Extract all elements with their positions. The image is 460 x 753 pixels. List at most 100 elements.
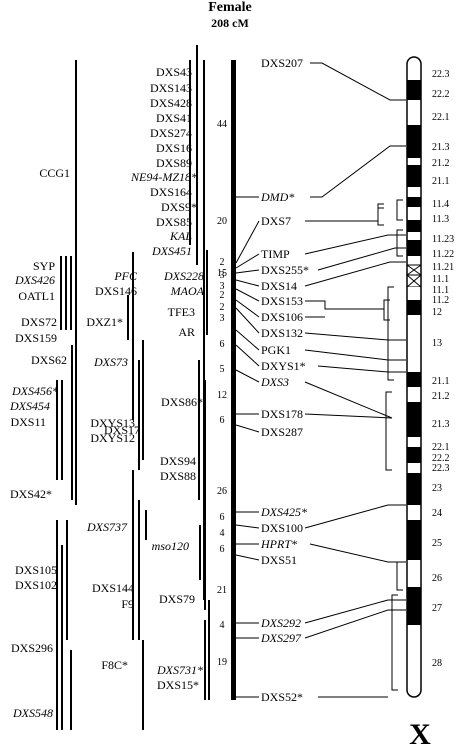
placed-marker-19: DXZ1* <box>86 315 123 329</box>
band-rect-26 <box>407 473 421 505</box>
placed-marker-37: DXS105 <box>15 563 57 577</box>
framework-locus-13: DXS178 <box>261 407 303 421</box>
distance-9: 3 <box>220 313 225 324</box>
distance-6: 3 <box>220 281 225 292</box>
placed-marker-14: PFC <box>113 269 138 283</box>
distance-11: 5 <box>220 364 225 375</box>
placed-marker-24: DXS62 <box>31 353 67 367</box>
band-rect-19 <box>407 372 421 387</box>
placed-marker-29: DXYS12 <box>90 431 135 445</box>
band-rect-20 <box>407 387 421 402</box>
distance-15: 6 <box>220 512 225 523</box>
band-rect-29 <box>407 560 421 587</box>
chromosome-label: X <box>409 718 431 751</box>
locus-connector-2 <box>310 145 406 198</box>
locus-connector-6 <box>304 261 406 287</box>
band-rect-12 <box>407 240 421 256</box>
connector-dxs287 <box>235 424 260 433</box>
band-label-25: 25 <box>432 538 442 549</box>
band-rect-1 <box>407 57 421 80</box>
framework-locus-20: DXS297 <box>260 631 302 645</box>
band-rect-6 <box>407 165 421 187</box>
framework-locus-8: DXS106 <box>261 310 303 324</box>
placed-marker-35: DXS737 <box>86 520 128 534</box>
connector-dxs153 <box>235 288 260 302</box>
placed-marker-39: DXS144 <box>92 581 134 595</box>
distance-16: 4 <box>220 528 225 539</box>
placed-marker-34: DXS42* <box>10 487 52 501</box>
band-bracket-6 <box>396 229 403 257</box>
placed-marker-41: DXS79 <box>159 592 195 606</box>
framework-locus-9: DXS132 <box>261 326 303 340</box>
placed-marker-7: DXS89 <box>156 156 192 170</box>
band-label-27: 27 <box>432 603 442 614</box>
band-label-16: 13 <box>432 338 442 349</box>
connector-dxs255 <box>235 269 260 274</box>
placed-marker-2: DXS143 <box>150 81 192 95</box>
band-rect-8 <box>407 197 421 207</box>
placed-marker-42: DXS296 <box>11 641 53 655</box>
band-rect-18 <box>407 315 421 372</box>
connector-dxs51 <box>235 554 260 561</box>
band-bracket-3 <box>387 286 394 381</box>
connector-dxys1 <box>235 344 260 367</box>
framework-locus-16: DXS100 <box>261 521 303 535</box>
band-bracket-1 <box>377 203 384 226</box>
locus-connector-15 <box>309 543 406 563</box>
placed-marker-32: DXS94 <box>160 454 196 468</box>
placed-marker-38: DXS102 <box>15 578 57 592</box>
band-bracket-8 <box>391 594 398 691</box>
placed-marker-5: DXS274 <box>150 126 192 140</box>
band-rect-28 <box>407 520 421 560</box>
framework-locus-2: DMD* <box>260 190 294 204</box>
band-label-14: 11.2 <box>432 295 449 306</box>
band-label-2: 22.2 <box>432 89 450 100</box>
placed-marker-40: F9 <box>121 597 134 611</box>
framework-locus-3: DXS7 <box>261 214 291 228</box>
placed-marker-1: DXS43 <box>156 65 192 79</box>
placed-marker-33: DXS88 <box>160 469 196 483</box>
band-rect-4 <box>407 125 421 158</box>
framework-locus-10: PGK1 <box>261 343 291 357</box>
band-label-3: 22.1 <box>432 112 450 123</box>
band-rect-22 <box>407 426 421 437</box>
framework-locus-11: DXYS1* <box>261 359 306 373</box>
band-rect-21 <box>407 402 421 426</box>
placed-marker-18: TFE3 <box>168 305 195 319</box>
band-label-20: 22.1 <box>432 442 450 453</box>
placed-marker-21: DXS72 <box>21 315 57 329</box>
band-rect-2 <box>407 80 421 100</box>
placed-marker-10: DXS9* <box>161 200 197 214</box>
distance-19: 4 <box>220 620 225 631</box>
placed-marker-46: DXS548 <box>12 706 53 720</box>
centromere-hatch-b-13 <box>406 264 422 276</box>
placed-marker-22: DXS159 <box>15 331 57 345</box>
framework-locus-7: DXS153 <box>261 294 303 308</box>
connector-pgk1 <box>235 329 260 351</box>
distance-1: 44 <box>217 119 227 130</box>
placed-marker-36: mso120 <box>152 539 189 553</box>
placed-marker-9: DXS164 <box>150 185 192 199</box>
placed-marker-17: MAOA <box>170 284 205 298</box>
distance-17: 6 <box>220 544 225 555</box>
band-rect-10 <box>407 220 421 232</box>
band-label-13: 11.1 <box>432 285 449 296</box>
placed-marker-28: DXYS13 <box>90 416 135 430</box>
distance-14: 26 <box>217 486 227 497</box>
connector-dxs106 <box>235 299 260 318</box>
framework-locus-12: DXS3 <box>260 375 289 389</box>
framework-locus-4: TIMP <box>261 247 290 261</box>
connector-timp <box>235 253 260 269</box>
band-label-28: 28 <box>432 658 442 669</box>
locus-connector-11 <box>317 365 406 373</box>
locus-connector-7 <box>305 300 384 310</box>
placed-marker-44: DXS731* <box>156 663 203 677</box>
distance-5: 3 <box>220 270 225 281</box>
band-label-22: 22.3 <box>432 463 450 474</box>
band-label-23: 23 <box>432 483 442 494</box>
locus-connector-16 <box>304 599 406 624</box>
band-label-1: 22.3 <box>432 69 450 80</box>
locus-connector-3 <box>305 207 384 222</box>
